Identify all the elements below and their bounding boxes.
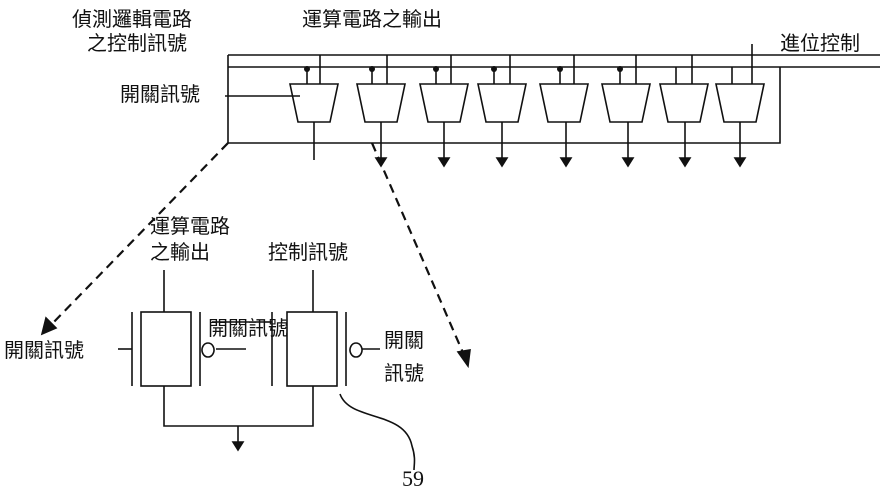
- label-control-signal: 控制訊號: [268, 240, 348, 264]
- detail-view: [118, 270, 416, 471]
- mux-6: [601, 55, 651, 168]
- reference-leader-line: [339, 393, 416, 471]
- zoom-line-left: [49, 142, 229, 327]
- mux-4: [477, 55, 527, 168]
- mux-2: [356, 55, 406, 168]
- mux-5: [539, 55, 589, 168]
- mux-7: [659, 55, 709, 168]
- label-detect-logic-line1: 偵測邏輯電路: [72, 7, 192, 31]
- mux-array-enclosure: [227, 55, 781, 144]
- label-op-circuit-line1: 運算電路: [150, 214, 230, 238]
- label-switch-signal-middle: 開關訊號: [208, 316, 288, 340]
- label-switch-signal-left: 開關訊號: [4, 338, 84, 362]
- zoom-arrow-left: [40, 316, 58, 336]
- label-detect-logic-line2: 之控制訊號: [87, 31, 187, 55]
- label-switch-signal-right-line2: 訊號: [384, 361, 424, 385]
- mux-3: [419, 55, 469, 168]
- label-op-circuit-line2: 之輸出: [150, 240, 210, 264]
- label-switch-signal-top: 開關訊號: [120, 82, 200, 106]
- mux-8: [715, 44, 765, 168]
- detail-block-left: [140, 311, 192, 387]
- mux-1: [289, 55, 339, 160]
- zoom-arrow-right: [456, 349, 471, 369]
- label-carry-control: 進位控制: [780, 31, 860, 55]
- label-reference-number: 59: [402, 466, 424, 491]
- mux-array: [289, 44, 765, 168]
- detail-block-right: [286, 311, 338, 387]
- label-op-circuit-output: 運算電路之輸出: [302, 7, 442, 31]
- label-switch-signal-right-line1: 開關: [384, 328, 424, 352]
- zoom-line-right: [370, 142, 466, 356]
